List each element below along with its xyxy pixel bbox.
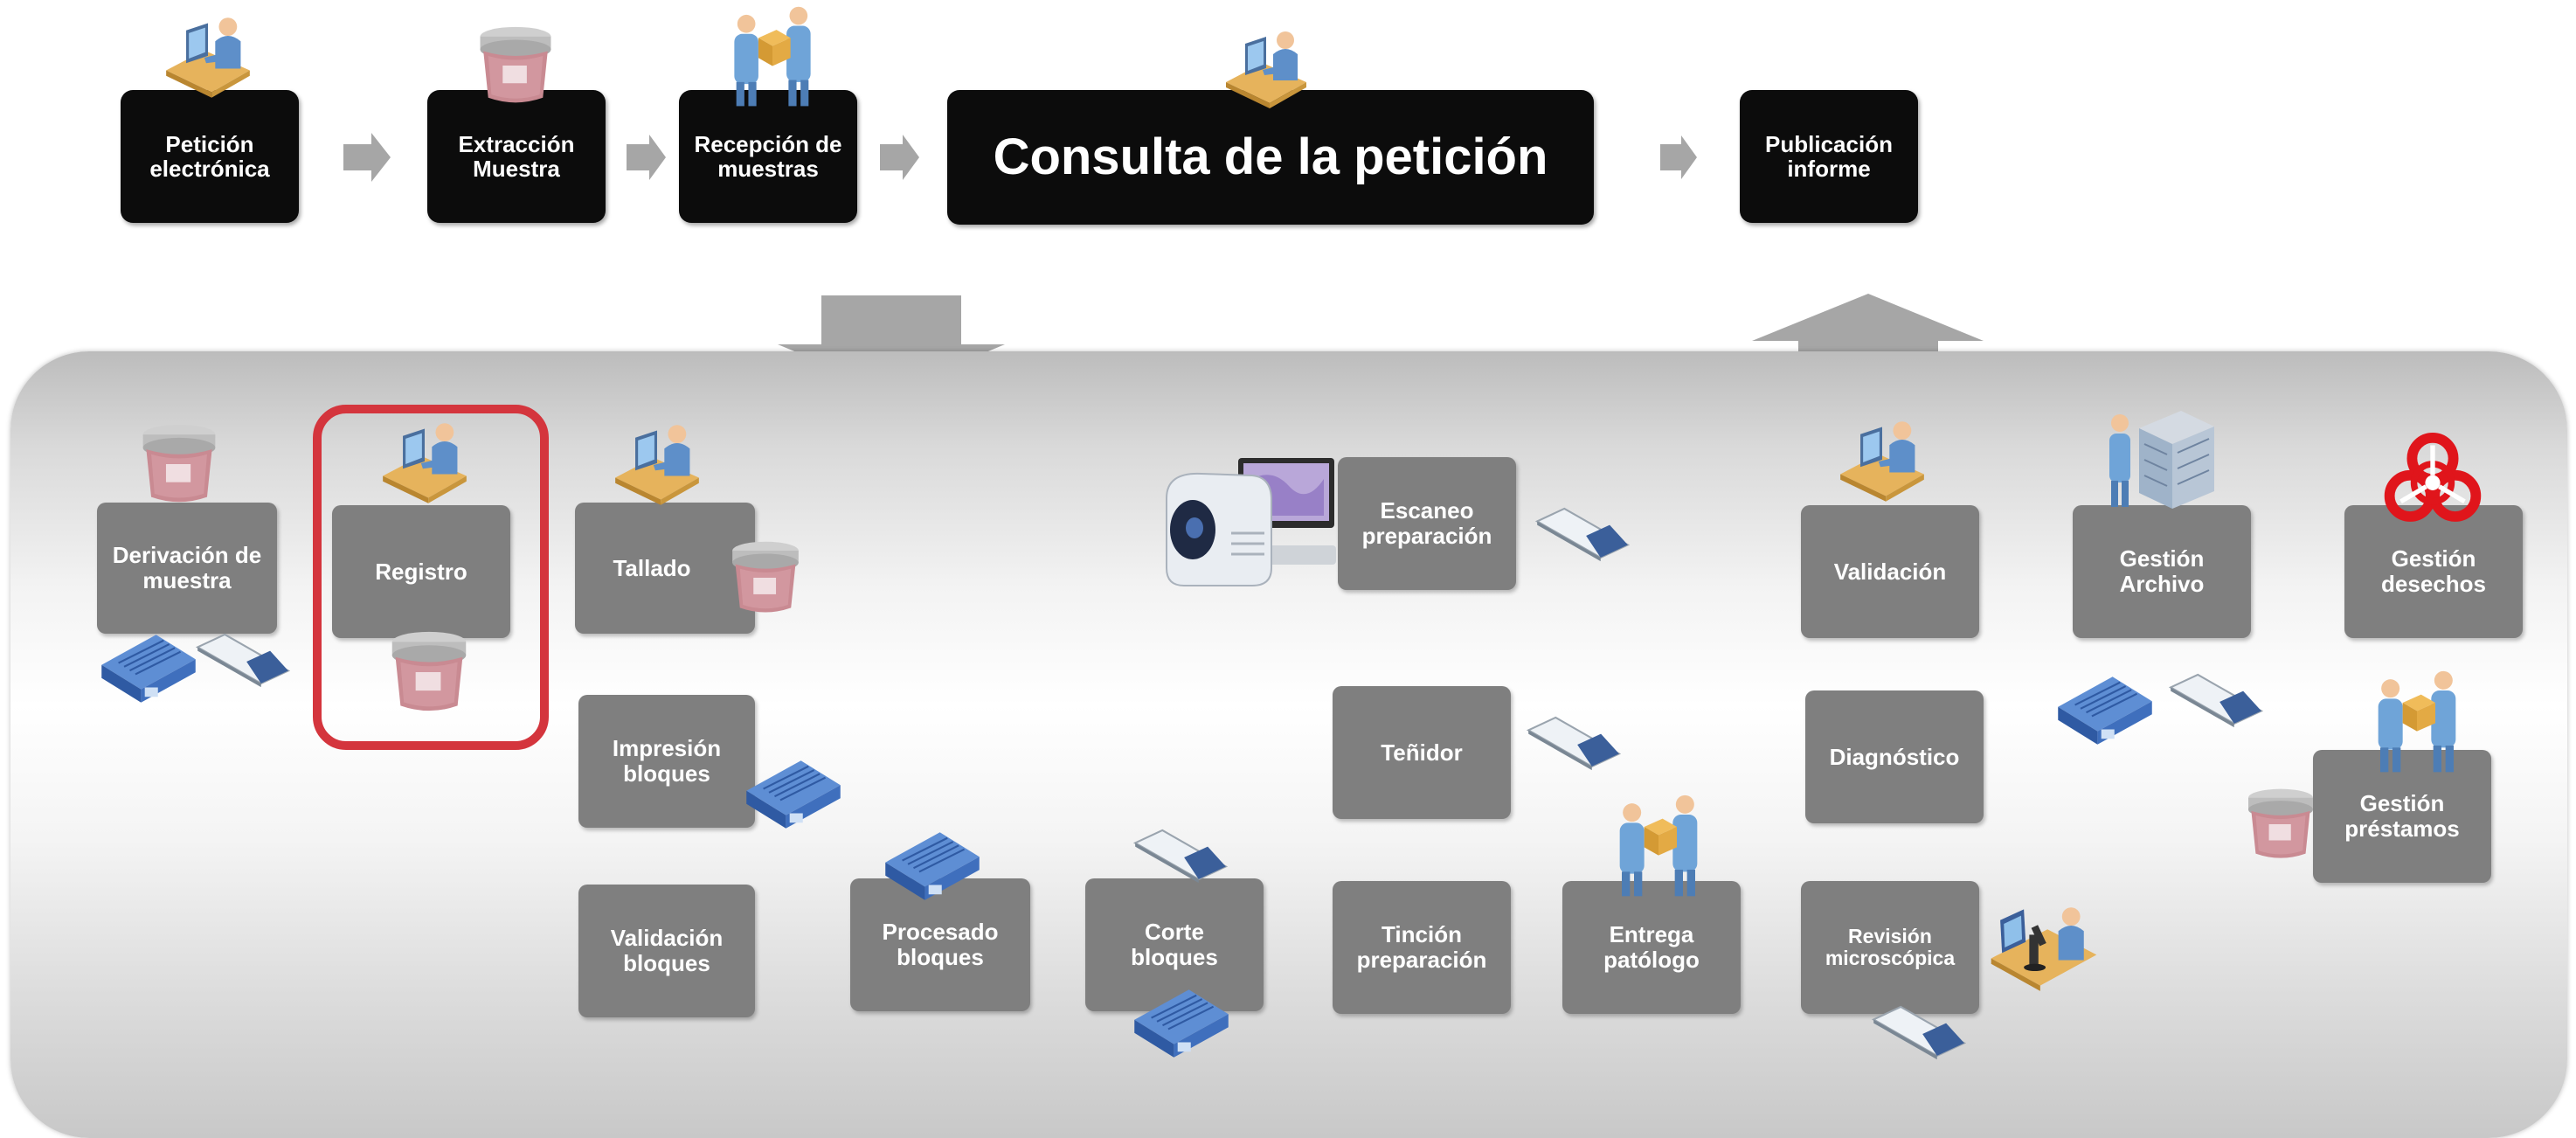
gestion-desechos-box[interactable]: Gestión desechos — [2344, 505, 2523, 638]
workstation-user-icon — [1840, 421, 1924, 502]
specimen-container-icon — [391, 631, 467, 711]
glass-slide-icon — [1873, 1005, 1965, 1061]
validacion-bloques-box[interactable]: Validación bloques — [578, 885, 755, 1017]
escaneo-preparacion-box[interactable]: Escaneo preparación — [1338, 457, 1516, 590]
specimen-container-icon — [142, 424, 216, 503]
glass-slide-icon — [1527, 716, 1620, 772]
workstation-user-icon — [166, 17, 250, 98]
glass-slide-icon — [1134, 829, 1227, 885]
package-handoff-icon — [734, 6, 811, 107]
impresion-bloques-box[interactable]: Impresión bloques — [578, 695, 755, 828]
glass-slide-icon — [2170, 673, 2262, 729]
publicacion-informe-box[interactable]: Publicación informe — [1740, 90, 1918, 223]
gestion-archivo-box[interactable]: Gestión Archivo — [2073, 505, 2251, 638]
registro-highlight — [313, 405, 549, 750]
procesado-bloques-box[interactable]: Procesado bloques — [850, 878, 1030, 1011]
package-handoff-icon — [1619, 795, 1698, 897]
tincion-preparacion-box[interactable]: Tinción preparación — [1333, 881, 1511, 1014]
diagnostico-box[interactable]: Diagnóstico — [1805, 690, 1984, 823]
tissue-cassette-icon — [1133, 989, 1229, 1058]
package-handoff-icon — [2378, 670, 2456, 773]
specimen-container-icon — [480, 26, 551, 103]
arrow-right — [343, 133, 391, 182]
archive-cabinet-icon — [2109, 411, 2214, 509]
validacion-box[interactable]: Validación — [1801, 505, 1979, 638]
glass-slide-icon — [197, 633, 289, 689]
recepcion-muestras-box[interactable]: Recepción de muestras — [679, 90, 857, 223]
workstation-user-icon — [1226, 31, 1306, 108]
workstation-user-icon — [615, 425, 699, 505]
consulta-peticion-box[interactable]: Consulta de la petición — [947, 90, 1594, 225]
arrow-right — [880, 135, 919, 180]
revision-microscopica-box[interactable]: Revisión microscópica — [1801, 881, 1979, 1014]
arrow-right — [1660, 135, 1697, 179]
gestion-prestamos-box[interactable]: Gestión préstamos — [2313, 750, 2491, 883]
glass-slide-icon — [1536, 507, 1629, 563]
registro-box[interactable]: Registro — [332, 505, 510, 638]
biohazard-icon — [2384, 432, 2482, 522]
tissue-cassette-icon — [884, 831, 980, 901]
extraccion-muestra-box[interactable]: Extracción Muestra — [427, 90, 606, 223]
tallado-box[interactable]: Tallado — [575, 503, 755, 634]
slide-scanner-icon — [1166, 458, 1336, 586]
corte-bloques-box[interactable]: Corte bloques — [1085, 878, 1264, 1011]
workstation-user-icon — [383, 423, 467, 503]
peticion-electronica-box[interactable]: Petición electrónica — [121, 90, 299, 223]
arrow-right — [627, 135, 666, 180]
tissue-cassette-icon — [2057, 676, 2153, 746]
microscope-workstation-icon — [1991, 907, 2097, 991]
specimen-container-icon — [732, 541, 799, 613]
tissue-cassette-icon — [100, 634, 197, 704]
derivacion-muestra-box[interactable]: Derivación de muestra — [97, 503, 277, 634]
specimen-container-icon — [2248, 788, 2313, 858]
tenidor-box[interactable]: Teñidor — [1333, 686, 1511, 819]
entrega-patologo-box[interactable]: Entrega patólogo — [1562, 881, 1741, 1014]
tissue-cassette-icon — [745, 760, 841, 829]
